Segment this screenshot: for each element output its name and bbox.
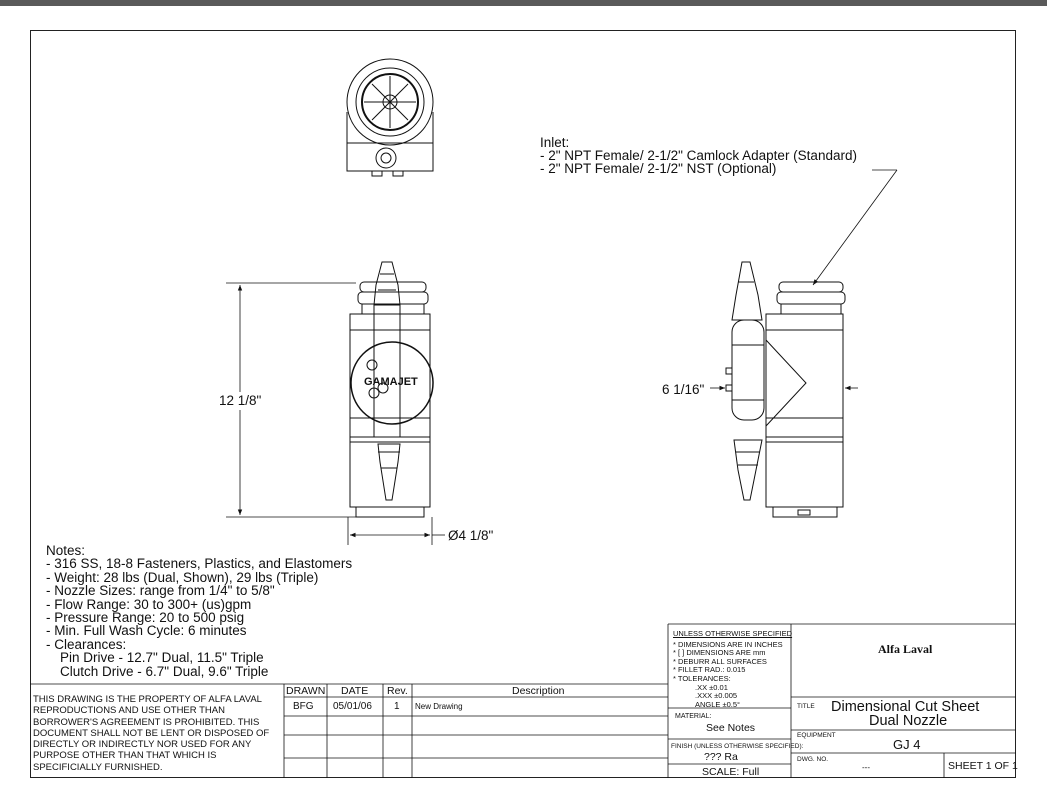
tolerances-heading: UNLESS OTHERWISE SPECIFIED — [673, 629, 793, 638]
title-label: TITLE — [797, 703, 815, 710]
notice-line: BORROWER'S AGREEMENT IS PROHIBITED. THIS — [33, 716, 260, 728]
drawing-sheet-border — [30, 30, 1016, 778]
note-line: - Min. Full Wash Cycle: 6 minutes — [46, 623, 247, 639]
material-label: MATERIAL: — [675, 713, 712, 720]
inlet-option-standard: - 2" NPT Female/ 2-1/2" Camlock Adapter … — [540, 148, 857, 163]
note-line: Pin Drive - 12.7" Dual, 11.5" Triple — [60, 650, 264, 666]
note-line: - Flow Range: 30 to 300+ (us)gpm — [46, 596, 252, 612]
notes-block: Notes: - 316 SS, 18-8 Fasteners, Plastic… — [46, 543, 353, 679]
rev-row-drawn: BFG — [293, 701, 314, 712]
scale-value: SCALE: Full — [702, 766, 760, 778]
sheet-number: SHEET 1 OF 1 — [948, 760, 1018, 772]
tolerance-line: * DEBURR ALL SURFACES — [673, 656, 767, 666]
equipment-value: GJ 4 — [893, 737, 921, 752]
equipment-label: EQUIPMENT — [797, 732, 836, 739]
drawing-title-line2: Dual Nozzle — [869, 713, 948, 729]
property-notice: THIS DRAWING IS THE PROPERTY OF ALFA LAV… — [33, 694, 269, 773]
inlet-option-optional: - 2" NPT Female/ 2-1/2" NST (Optional) — [540, 161, 777, 176]
tolerance-line: * TOLERANCES: — [673, 673, 731, 683]
title-block-grid — [30, 623, 1016, 778]
viewer-top-bar — [0, 0, 1047, 6]
finish-label: FINISH (UNLESS OTHERWISE SPECIFIED): — [671, 743, 804, 750]
dwg-no-label: DWG. NO. — [797, 756, 829, 763]
rev-header-date: DATE — [341, 685, 369, 697]
tolerance-line: * DIMENSIONS ARE IN INCHES — [673, 639, 783, 649]
rev-header-description: Description — [512, 685, 565, 697]
note-line: - Clearances: — [46, 636, 127, 652]
tolerance-line: * FILLET RAD.: 0.015 — [673, 665, 746, 675]
finish-value: ??? Ra — [704, 751, 738, 763]
notice-line: PURPOSE OTHER THAN THAT WHICH IS — [33, 750, 217, 762]
tolerance-line: .XX ±0.01 — [695, 682, 728, 692]
rev-header-rev: Rev. — [387, 685, 408, 697]
rev-row-rev: 1 — [394, 701, 400, 712]
note-line: - 316 SS, 18-8 Fasteners, Plastics, and … — [46, 556, 353, 572]
material-value: See Notes — [706, 722, 756, 734]
gamajet-logo: GAMAJET — [364, 376, 418, 388]
rev-row-description: New Drawing — [415, 702, 463, 711]
notice-line: SPECIFICIALLY FURNISHED. — [33, 761, 163, 773]
side-dimension: 6 1/16" — [662, 382, 705, 397]
note-line: - Pressure Range: 20 to 500 psig — [46, 610, 245, 626]
diameter-dimension: Ø4 1/8" — [448, 528, 494, 543]
note-line: - Weight: 28 lbs (Dual, Shown), 29 lbs (… — [46, 569, 319, 585]
side-view — [725, 261, 846, 518]
tolerances-block: UNLESS OTHERWISE SPECIFIED * DIMENSIONS … — [673, 629, 793, 709]
front-view — [349, 261, 434, 518]
drawing-title-line1: Dimensional Cut Sheet — [831, 699, 980, 715]
dwg-no-value: --- — [862, 763, 870, 772]
tolerance-line: .XXX ±0.005 — [695, 691, 738, 701]
notes-title: Notes: — [46, 543, 86, 558]
notice-line: REPRODUCTIONS AND USE OTHER THAN — [33, 705, 225, 717]
rev-header-drawn: DRAWN — [286, 685, 326, 697]
top-view — [346, 58, 434, 177]
tolerance-line: * [ ] DIMENSIONS ARE mm — [673, 648, 766, 658]
note-line: - Nozzle Sizes: range from 1/4" to 5/8" — [46, 583, 275, 599]
notice-line: DIRECTLY OR INDIRECTLY NOR USED FOR ANY — [33, 739, 252, 751]
company-name: Alfa Laval — [878, 642, 933, 656]
height-dimension: 12 1/8" — [219, 393, 262, 408]
tolerance-line: ANGLE ±0.5° — [695, 699, 741, 709]
rev-row-date: 05/01/06 — [333, 701, 372, 712]
notice-line: DOCUMENT SHALL NOT BE LENT OR DISPOSED O… — [33, 727, 270, 739]
notice-line: THIS DRAWING IS THE PROPERTY OF ALFA LAV… — [33, 694, 262, 705]
inlet-title: Inlet: — [540, 135, 570, 150]
note-line: Clutch Drive - 6.7" Dual, 9.6" Triple — [60, 663, 269, 679]
